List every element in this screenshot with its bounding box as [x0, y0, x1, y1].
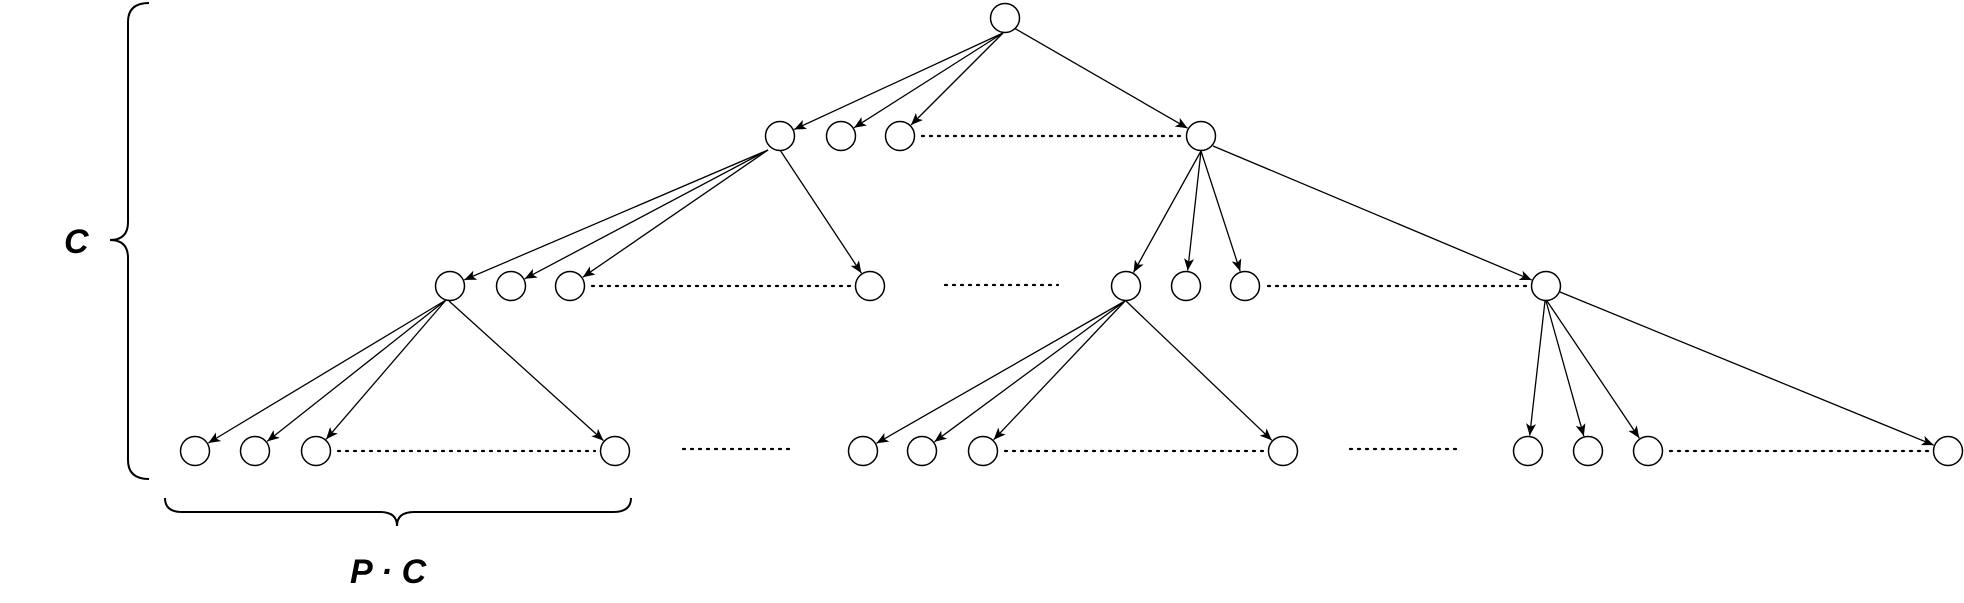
tree-node	[599, 435, 631, 467]
tree-node	[300, 435, 332, 467]
tree-node	[1572, 435, 1604, 467]
tree-node	[1110, 270, 1142, 302]
tree-node	[989, 2, 1021, 34]
edge-arrow	[1212, 145, 1532, 281]
edge-arrow	[934, 300, 1126, 443]
edge-arrow	[1132, 150, 1202, 273]
tree-node	[179, 435, 211, 467]
edge-arrow	[524, 149, 769, 280]
tree-node	[1512, 435, 1544, 467]
edge-arrow	[207, 299, 447, 444]
edge-arrow	[1125, 300, 1273, 441]
tree-node	[1170, 270, 1202, 302]
tree-node	[239, 435, 271, 467]
tree-node	[495, 270, 527, 302]
depth-label: C	[64, 223, 89, 261]
edge-arrow	[464, 149, 769, 281]
tree-node	[1530, 270, 1562, 302]
tree-node	[854, 270, 886, 302]
width-brace	[164, 497, 632, 527]
edge-arrow	[993, 300, 1126, 441]
edge-arrow	[1184, 150, 1202, 271]
tree-node	[847, 435, 879, 467]
tree-node	[1185, 120, 1217, 152]
tree-node	[764, 120, 796, 152]
edge-arrow	[779, 149, 862, 274]
edge-arrow	[853, 32, 1004, 129]
tree-node	[1229, 270, 1261, 302]
edge-arrow	[1013, 27, 1188, 129]
edge-arrow	[1526, 300, 1546, 436]
tree-edges	[207, 27, 1934, 446]
edge-arrow	[1200, 150, 1242, 272]
tree-node	[1267, 435, 1299, 467]
edge-arrow	[910, 32, 1004, 126]
edge-arrow	[266, 299, 447, 442]
edge-arrow	[876, 300, 1126, 444]
tree-node	[554, 270, 586, 302]
depth-brace	[109, 2, 150, 480]
edge-arrow	[1559, 291, 1934, 446]
tree-node	[884, 120, 916, 152]
edge-arrow	[448, 300, 604, 442]
edge-arrow	[325, 299, 447, 440]
edge-arrow	[582, 149, 769, 278]
tree-nodes	[179, 2, 1964, 467]
tree-node	[1632, 435, 1664, 467]
width-label: P · C	[350, 553, 427, 591]
tree-node	[967, 435, 999, 467]
ellipsis-dots	[336, 134, 1930, 453]
edge-arrow	[1545, 300, 1586, 437]
tree-node	[1932, 435, 1964, 467]
tree-node	[434, 270, 466, 302]
edge-arrow	[1546, 300, 1640, 439]
edge-arrow	[793, 32, 1004, 131]
tree-node	[825, 120, 857, 152]
tree-node	[906, 435, 938, 467]
